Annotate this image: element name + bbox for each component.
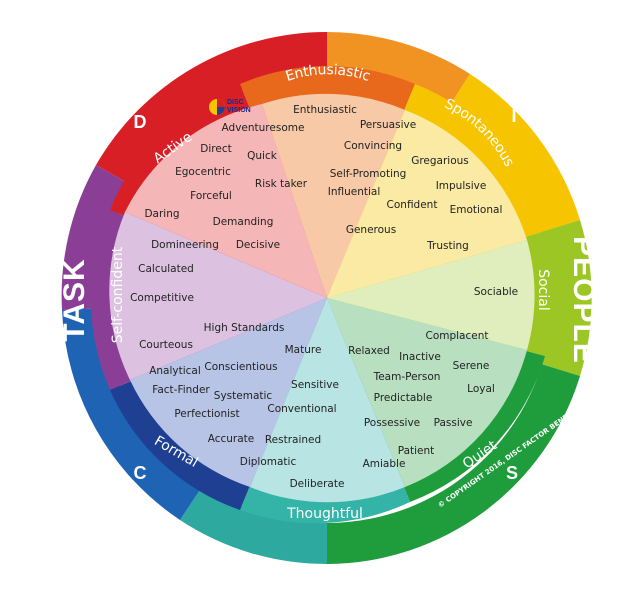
trait-label: Competitive xyxy=(130,292,194,304)
trait-label: Confident xyxy=(387,199,438,211)
trait-label: Analytical xyxy=(149,365,201,377)
inner-social xyxy=(327,240,535,350)
trait-label: Restrained xyxy=(265,434,321,446)
axis-people: PEOPLE xyxy=(567,236,600,364)
trait-label: Direct xyxy=(200,143,231,155)
inner-wheel xyxy=(109,93,535,503)
trait-label: Enthusiastic xyxy=(293,104,357,116)
trait-label: Quick xyxy=(247,150,278,162)
disc-vision-logo: DISC VISION xyxy=(209,99,251,115)
trait-label: Sensitive xyxy=(291,379,339,391)
trait-label: Domineering xyxy=(151,239,219,251)
trait-label: Trusting xyxy=(426,240,469,252)
segment-label-social: Social xyxy=(535,269,551,311)
trait-label: Inactive xyxy=(399,351,441,363)
quadrant-c: C xyxy=(134,463,147,483)
trait-label: Sociable xyxy=(474,286,518,298)
trait-label: Self-Promoting xyxy=(330,168,407,180)
trait-label: Generous xyxy=(346,224,396,236)
trait-label: High Standards xyxy=(204,322,285,334)
axis-high-pace: HIGH PACE xyxy=(237,0,419,21)
trait-label: Daring xyxy=(144,208,179,220)
inner-self-confident xyxy=(109,212,327,380)
trait-label: Deliberate xyxy=(290,478,345,490)
trait-label: Egocentric xyxy=(175,166,231,178)
quadrant-i: I xyxy=(511,106,516,126)
quadrant-s: S xyxy=(506,463,518,483)
logo-icon-segment xyxy=(217,107,225,115)
trait-label: Relaxed xyxy=(348,345,390,357)
trait-label: Risk taker xyxy=(255,178,308,190)
trait-label: Predictable xyxy=(374,392,433,404)
trait-label: Conscientious xyxy=(204,361,277,373)
trait-label: Courteous xyxy=(139,339,193,351)
trait-label: Calculated xyxy=(138,263,194,275)
trait-label: Convincing xyxy=(344,140,402,152)
inner-spontaneous xyxy=(327,110,527,298)
trait-label: Influential xyxy=(328,186,381,198)
trait-label: Impulsive xyxy=(436,180,487,192)
inner-quiet xyxy=(327,298,527,487)
segment-label-self-confident: Self-confident xyxy=(110,246,126,343)
trait-label: Mature xyxy=(285,344,322,356)
trait-label: Loyal xyxy=(467,383,495,395)
trait-label: Adventuresome xyxy=(222,122,305,134)
trait-label: Gregarious xyxy=(411,155,469,167)
inner-enthusiastic xyxy=(262,93,405,299)
trait-label: Patient xyxy=(398,445,435,457)
inner-active xyxy=(125,104,327,298)
trait-label: Decisive xyxy=(236,239,280,251)
trait-label: Team-Person xyxy=(373,371,441,383)
trait-label: Forceful xyxy=(190,190,232,202)
trait-label: Complacent xyxy=(425,330,488,342)
trait-label: Persuasive xyxy=(360,119,416,131)
segment-label-thoughtful: Thoughtful xyxy=(286,506,363,522)
segment-label-enthusiastic: Enthusiastic xyxy=(284,62,373,85)
axis-task: TASK xyxy=(58,258,91,341)
trait-label: Amiable xyxy=(363,458,406,470)
trait-label: Systematic xyxy=(214,390,273,402)
logo-line-2: VISION xyxy=(227,107,251,114)
trait-label: Passive xyxy=(434,417,473,429)
inner-formal xyxy=(130,298,327,487)
trait-label: Demanding xyxy=(213,216,274,228)
logo-icon-segment xyxy=(217,99,225,107)
inner-thoughtful xyxy=(250,298,405,503)
quadrant-d: D xyxy=(134,112,147,132)
trait-label: Possessive xyxy=(364,417,420,429)
trait-label: Fact-Finder xyxy=(152,384,210,396)
logo-line-1: DISC xyxy=(227,99,244,106)
traits: Enthusiastic Persuasive Convincing Grega… xyxy=(130,104,518,490)
trait-label: Conventional xyxy=(267,403,336,415)
trait-label: Accurate xyxy=(208,433,255,445)
trait-label: Emotional xyxy=(450,204,503,216)
trait-label: Diplomatic xyxy=(240,456,297,468)
trait-label: Serene xyxy=(453,360,490,372)
trait-label: Perfectionist xyxy=(174,408,239,420)
